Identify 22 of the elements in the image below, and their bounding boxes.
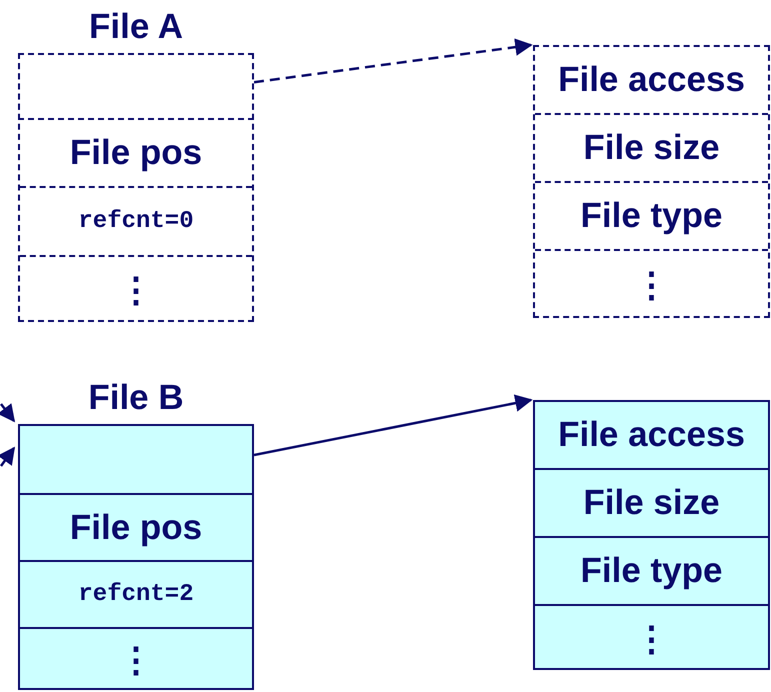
table-row: File access xyxy=(535,47,768,115)
table-row: File size xyxy=(535,115,768,183)
arrow xyxy=(0,403,16,422)
table-row: File pos xyxy=(20,495,252,562)
table-row: File access xyxy=(535,402,768,470)
table-row: ⋮ xyxy=(20,257,252,324)
table-row: ⋮ xyxy=(535,606,768,672)
table-row: File size xyxy=(535,470,768,538)
table-row: refcnt=0 xyxy=(20,188,252,257)
table-row: ⋮ xyxy=(535,251,768,320)
arrow xyxy=(0,446,16,467)
table-row: File type xyxy=(535,538,768,606)
table-heading: File B xyxy=(88,378,184,418)
table-row: File pos xyxy=(20,120,252,188)
table-row: refcnt=2 xyxy=(20,562,252,629)
table-box xyxy=(533,45,770,318)
table-row: ⋮ xyxy=(20,629,252,692)
table-row: File type xyxy=(535,183,768,251)
arrow xyxy=(254,394,533,456)
arrow xyxy=(254,38,533,84)
table-heading: File A xyxy=(89,7,183,47)
table-box xyxy=(533,400,770,670)
